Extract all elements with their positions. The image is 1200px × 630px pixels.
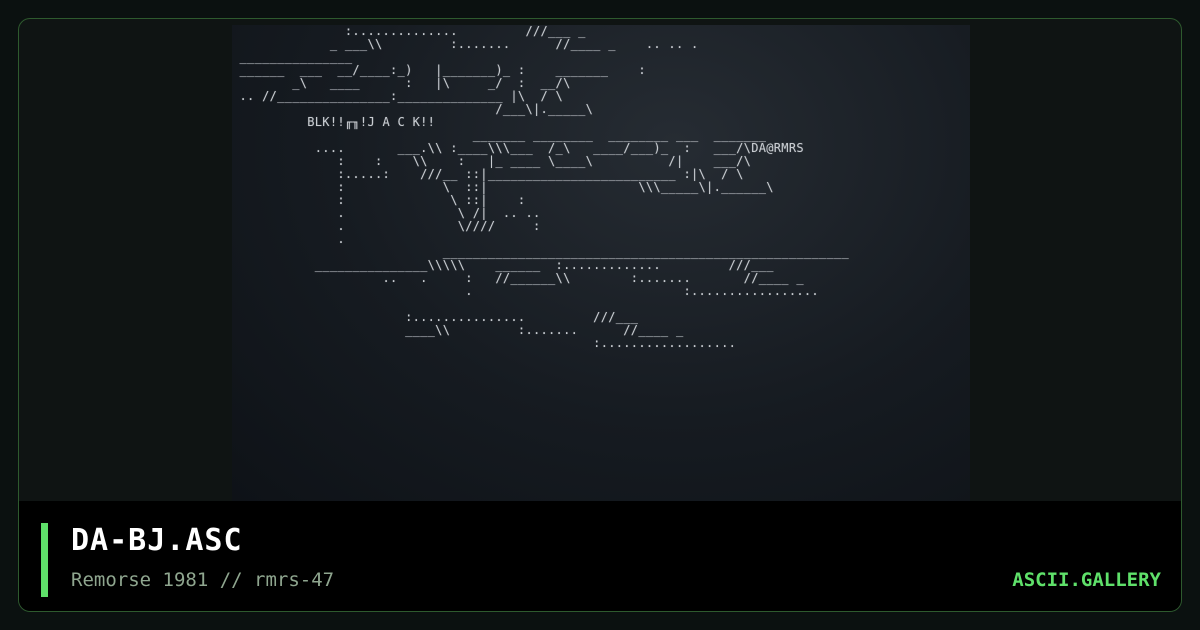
ascii-art-line: _\ ____ : |\ _/ : __/\ <box>232 76 571 90</box>
ascii-art-line: : \ ::| : <box>232 193 526 207</box>
ascii-art-line: _______ ________ ________ ___ _______ <box>232 128 767 142</box>
ascii-art-line: ______ ___ __/____:_) |_______)_ : _____… <box>232 63 646 77</box>
ascii-art-line: _______________ <box>232 50 699 64</box>
ascii-art-line: :............... ///___ <box>232 310 639 324</box>
ascii-art-line: ____\\ :....... //____ _ <box>232 323 684 337</box>
ascii-art-line: :.................. <box>232 336 737 350</box>
ascii-art-line: . \ /| .. .. <box>232 206 541 220</box>
ascii-art: :.............. ///___ _ _ ___\\ :......… <box>232 25 970 501</box>
ascii-art-line: . \//// : <box>232 219 541 233</box>
file-subtitle: Remorse 1981 // rmrs-47 <box>71 569 335 591</box>
ascii-art-line: : : \\ : |_ ____ \____\ /| ___/\ <box>232 154 752 168</box>
ascii-art-line: : \ ::| \\\_____\|.______\ <box>232 180 774 194</box>
ascii-art-line: /___\|._____\ <box>232 102 594 116</box>
ascii-art-panel: :.............. ///___ _ _ ___\\ :......… <box>232 25 970 501</box>
ascii-art-line: ________________________________________… <box>232 245 850 259</box>
ascii-art-line: . <box>232 232 345 246</box>
info-footer: DA-BJ.ASC Remorse 1981 // rmrs-47 ASCII.… <box>19 501 1181 611</box>
ascii-art-line: .... ___.\\ :____\\\___ /_\ ____/___)_ :… <box>232 141 804 155</box>
ascii-art-line: :.....: ///__ ::|_______________________… <box>232 167 744 181</box>
ascii-art-line: _______________\\\\\ ______ :...........… <box>232 258 774 272</box>
ascii-art-line: .. //_______________:______________ |\ /… <box>232 89 564 103</box>
ascii-art-line: _ ___\\ :....... //____ _ .. .. . <box>232 37 699 51</box>
site-brand-link[interactable]: ASCII.GALLERY <box>1012 569 1161 591</box>
ascii-art-line: . :................. <box>232 284 819 298</box>
ascii-art-line: .. . : //______\\ :....... //____ _ <box>232 271 804 285</box>
preview-card: :.............. ///___ _ _ ___\\ :......… <box>18 18 1182 612</box>
ascii-art-line: BLK!!╓╖!J A C K!! <box>232 115 436 129</box>
file-title: DA-BJ.ASC <box>71 523 243 558</box>
ascii-art-line: :.............. ///___ _ <box>232 25 586 38</box>
accent-bar <box>41 523 48 597</box>
